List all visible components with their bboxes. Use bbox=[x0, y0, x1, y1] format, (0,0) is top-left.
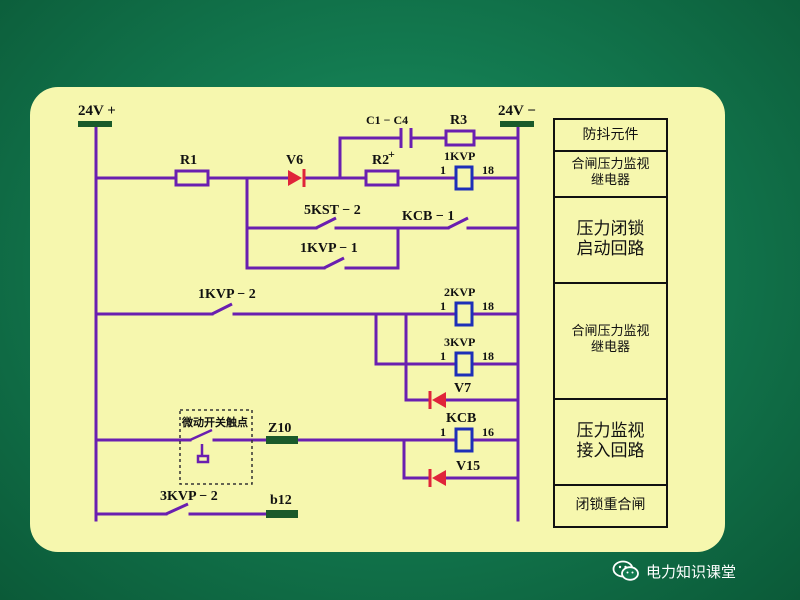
relay-coil-kcb bbox=[454, 427, 474, 453]
legend-label: 防抖元件 bbox=[582, 126, 639, 143]
microswitch-contact bbox=[189, 428, 213, 464]
positive-rail-bar bbox=[78, 121, 112, 127]
relay-coil-3kvp bbox=[454, 351, 474, 377]
legend-label: 闭锁重合闸 bbox=[575, 496, 646, 513]
relay-2kvp-pin-left: 1 bbox=[440, 299, 446, 313]
relay-coil-2kvp bbox=[454, 301, 474, 327]
diode-v7 bbox=[428, 391, 446, 409]
legend-row-closing-pressure-relay-2: 合闸压力监视 继电器 bbox=[555, 282, 666, 400]
diode-v6-label: V6 bbox=[286, 153, 303, 168]
relay-coil-1kvp bbox=[454, 165, 474, 191]
resistor-r2-label: R2 bbox=[372, 153, 389, 168]
relay-3kvp-label: 3KVP bbox=[444, 335, 475, 349]
resistor-r3-label: R3 bbox=[450, 113, 467, 128]
terminal-b12 bbox=[266, 510, 298, 518]
diode-v7-label: V7 bbox=[454, 381, 471, 396]
relay-3kvp-pin-right: 18 bbox=[482, 349, 494, 363]
microswitch-box bbox=[179, 409, 253, 485]
legend-table: 防抖元件 合闸压力监视 继电器 压力闭锁 启动回路 合闸压力监视 继电器 压力监… bbox=[553, 118, 668, 528]
legend-row-reclose-lock: 闭锁重合闸 bbox=[555, 484, 666, 526]
diode-v15 bbox=[428, 469, 446, 487]
negative-rail-label: 24V − bbox=[498, 103, 536, 119]
relay-3kvp-pin-left: 1 bbox=[440, 349, 446, 363]
relay-kcb-label: KCB bbox=[446, 411, 476, 426]
microswitch-label: 微动开关触点 bbox=[181, 415, 248, 429]
contact-3kvp-2-label: 3KVP − 2 bbox=[160, 489, 218, 504]
terminal-z10-label: Z10 bbox=[268, 421, 291, 436]
legend-label: 压力闭锁 启动回路 bbox=[576, 218, 645, 259]
legend-row-pressure-lock-start: 压力闭锁 启动回路 bbox=[555, 196, 666, 284]
legend-label: 合闸压力监视 继电器 bbox=[571, 157, 650, 188]
capacitor-label: C1 − C4 bbox=[366, 113, 408, 127]
contact-1kvp-1-label: 1KVP − 1 bbox=[300, 241, 358, 256]
diode-v6 bbox=[288, 169, 306, 187]
wires bbox=[94, 123, 520, 522]
contacts bbox=[165, 216, 469, 516]
diode-v15-label: V15 bbox=[456, 459, 480, 474]
contact-5kst-2-label: 5KST − 2 bbox=[304, 203, 361, 218]
resistor-r2 bbox=[364, 169, 400, 187]
relay-kcb-pin-right: 16 bbox=[482, 425, 494, 439]
positive-rail-label: 24V + bbox=[78, 103, 116, 119]
negative-rail-bar bbox=[500, 121, 534, 127]
legend-label: 压力监视 接入回路 bbox=[576, 420, 645, 461]
relay-2kvp-label: 2KVP bbox=[444, 285, 475, 299]
watermark: 电力知识课堂 bbox=[612, 556, 736, 586]
resistor-r1-label: R1 bbox=[180, 153, 197, 168]
relay-kcb-pin-left: 1 bbox=[440, 425, 446, 439]
wechat-icon bbox=[612, 560, 639, 581]
resistor-r1 bbox=[174, 169, 210, 187]
capacitor-polarity: + bbox=[388, 147, 395, 161]
resistor-r3 bbox=[444, 129, 476, 147]
relay-1kvp-label: 1KVP bbox=[444, 149, 475, 163]
contact-kcb-1-label: KCB − 1 bbox=[402, 209, 454, 224]
legend-row-debounce: 防抖元件 bbox=[555, 120, 666, 152]
terminal-b12-label: b12 bbox=[270, 493, 292, 508]
relay-2kvp-pin-right: 18 bbox=[482, 299, 494, 313]
legend-row-pressure-monitor: 压力监视 接入回路 bbox=[555, 398, 666, 486]
relay-1kvp-pin-left: 1 bbox=[440, 163, 446, 177]
contact-1kvp-2-label: 1KVP − 2 bbox=[198, 287, 256, 302]
relay-1kvp-pin-right: 18 bbox=[482, 163, 494, 177]
legend-label: 合闸压力监视 继电器 bbox=[571, 324, 650, 355]
watermark-text: 电力知识课堂 bbox=[646, 562, 737, 581]
legend-row-closing-pressure-relay: 合闸压力监视 继电器 bbox=[555, 150, 666, 198]
terminal-z10 bbox=[266, 436, 298, 444]
capacitor bbox=[399, 128, 413, 148]
